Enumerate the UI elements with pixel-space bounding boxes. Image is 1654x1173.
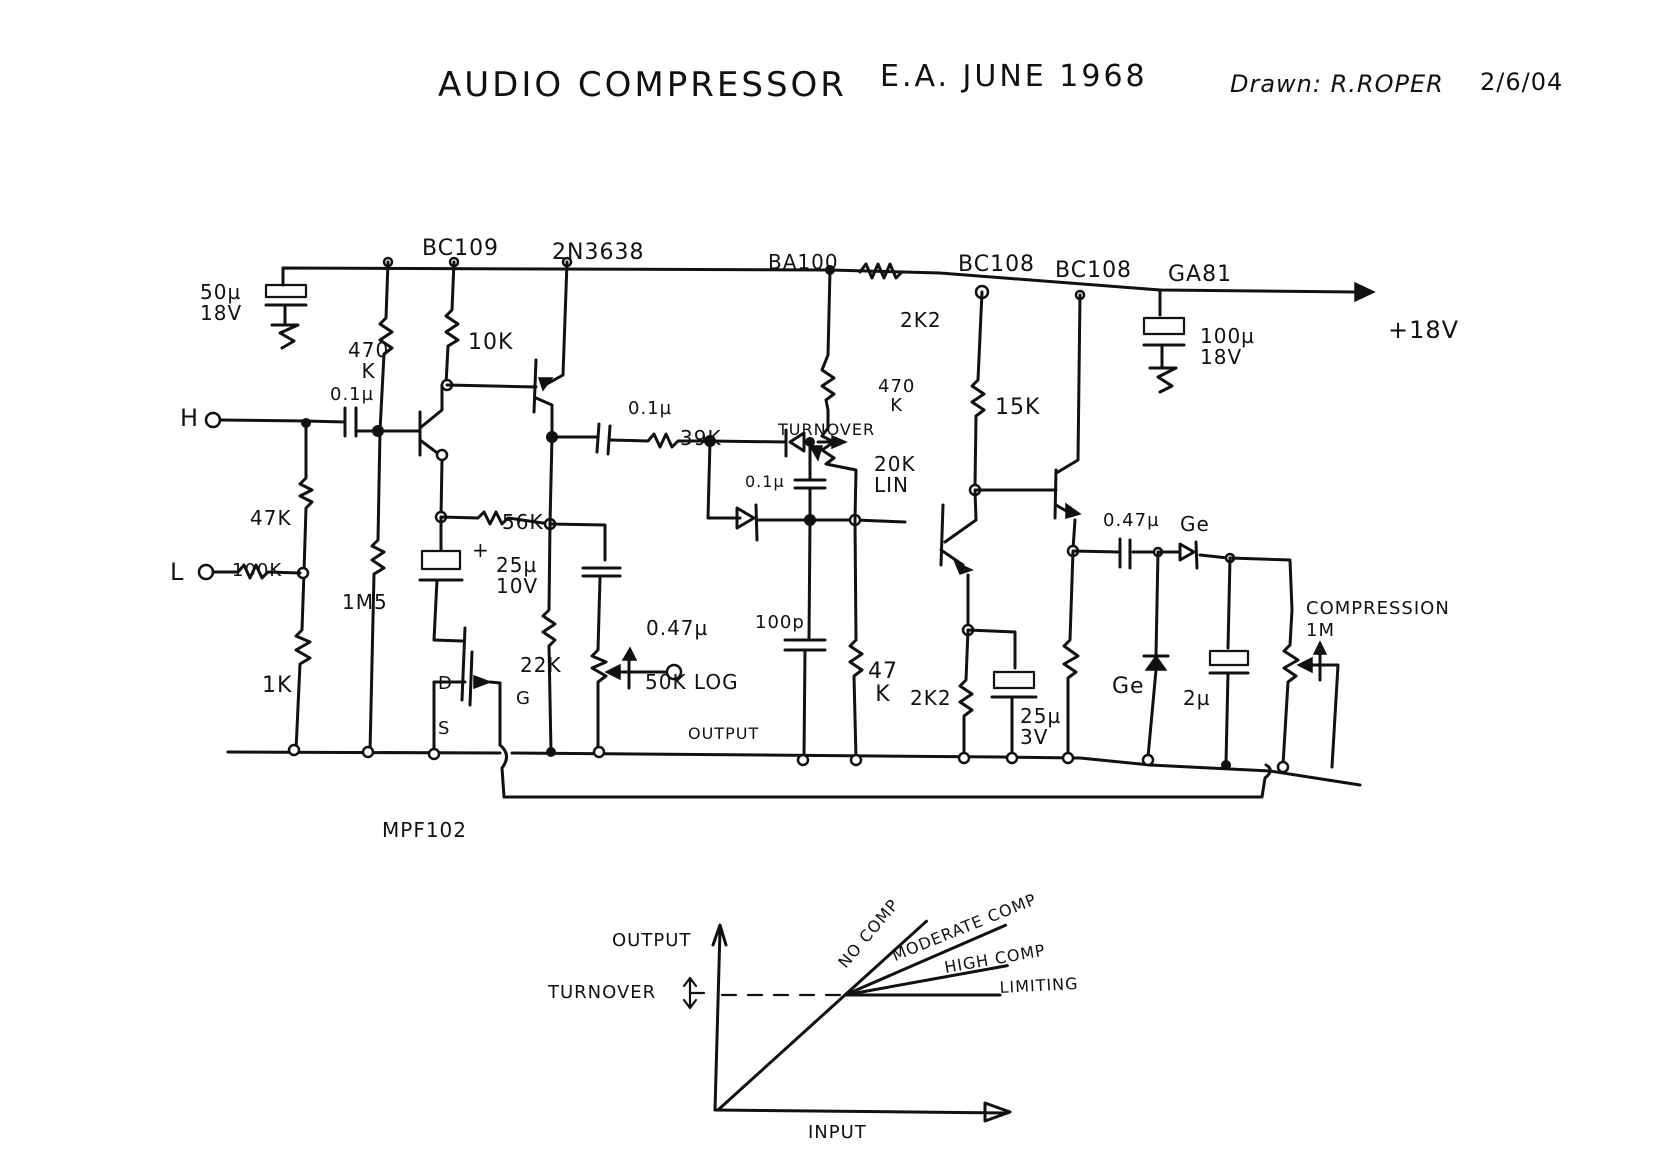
- cap-100u: [1142, 288, 1186, 394]
- x-axis-arrow-icon: [983, 1101, 1012, 1123]
- res-unit: K: [361, 359, 376, 383]
- label-ga81: GA81: [1168, 262, 1233, 287]
- transistor-bc108-b: [973, 289, 1086, 765]
- label-cap-couple3: 0.47µ: [1103, 510, 1160, 531]
- label-cap-bypass-polarity: +: [472, 538, 490, 562]
- label-r1m5: 1M5: [342, 590, 388, 614]
- label-fet-drain: D: [438, 673, 453, 694]
- transfer-graph: [682, 919, 1012, 1123]
- label-r22k: 22K: [520, 653, 562, 677]
- drawing-date: 2/6/04: [1480, 68, 1564, 96]
- res-unit: K: [875, 682, 891, 708]
- curve-high-comp: [843, 964, 1009, 997]
- output-terminal: [665, 663, 683, 681]
- label-fet-source: S: [438, 718, 451, 739]
- label-turnover-pot: TURNOVER: [778, 420, 876, 439]
- supply-arrow-icon: [1354, 281, 1376, 303]
- label-output: OUTPUT: [688, 724, 760, 743]
- label-r15k: 15K: [995, 395, 1041, 420]
- label-cap-hf: 100p: [755, 612, 805, 633]
- label-q4: BC108: [1055, 258, 1133, 283]
- curve-no-comp: [843, 919, 928, 997]
- res-unit: K: [890, 394, 904, 416]
- pot-taper: LIN: [874, 473, 910, 497]
- graph-x-label: INPUT: [808, 1122, 867, 1143]
- cap-voltage: 18V: [1200, 345, 1243, 369]
- label-r10k: 10K: [468, 330, 514, 355]
- x-axis: [713, 1108, 1007, 1115]
- cap-value: 25µ: [496, 553, 538, 577]
- label-r100k: 100K: [232, 560, 283, 581]
- transistor-bc109: [418, 256, 557, 643]
- label-ge-series: Ge: [1180, 512, 1210, 536]
- curve-linear-segment: [716, 993, 847, 1112]
- turnover-arrow-icon: [682, 976, 706, 1010]
- bias-divider: [820, 265, 864, 767]
- label-ba100: BA100: [768, 250, 839, 274]
- cap-value: 50µ: [200, 280, 242, 304]
- label-fet-gate: G: [516, 688, 531, 709]
- output-stage: [548, 522, 683, 759]
- label-r2k2-supply: 2K2: [900, 308, 942, 332]
- input-high-label: H: [180, 404, 200, 432]
- detector-network: [1071, 537, 1340, 774]
- label-q2: 2N3638: [552, 240, 645, 265]
- label-cap-turnover: 0.1µ: [745, 472, 785, 491]
- cap-voltage: 10V: [496, 574, 539, 598]
- cap-value: 100µ: [1200, 324, 1255, 348]
- input-low-label: L: [170, 558, 185, 586]
- transistor-bc108-a: [939, 284, 1038, 765]
- res-value: 470: [878, 376, 916, 397]
- ground-icon: [1148, 366, 1178, 394]
- label-ge-shunt: Ge: [1112, 674, 1145, 699]
- label-volume-pot: 50K LOG: [645, 670, 739, 694]
- label-cap-output: 0.47µ: [646, 616, 709, 640]
- label-r39k: 39K: [680, 426, 722, 450]
- source-reference: E.A. JUNE 1968: [880, 59, 1148, 94]
- label-r47k: 47K: [250, 506, 292, 530]
- y-axis-arrow-icon: [711, 923, 728, 947]
- y-axis: [713, 928, 722, 1112]
- r2k2-supply: [858, 262, 904, 280]
- bias-chain: [361, 256, 420, 759]
- fet-mpf102: [427, 626, 502, 761]
- drawn-by: Drawn: R.ROPER: [1230, 70, 1444, 98]
- label-cap-smooth: 2µ: [1183, 686, 1211, 710]
- label-q3: BC108: [958, 252, 1036, 277]
- graph-y-label: OUTPUT: [612, 930, 692, 951]
- label-fet: MPF102: [382, 818, 467, 842]
- cap-value: 25µ: [1020, 704, 1062, 728]
- cap-50u: [264, 266, 308, 350]
- graph-turnover-label: TURNOVER: [548, 982, 657, 1003]
- diagram-title: AUDIO COMPRESSOR: [438, 65, 847, 105]
- label-compression-pot-value: 1M: [1306, 620, 1335, 641]
- wiper-arrow-icon: [604, 663, 621, 681]
- curve-moderate-comp: [843, 923, 1007, 997]
- label-cap-in: 0.1µ: [330, 384, 375, 405]
- label-cap-couple2: 0.1µ: [628, 398, 673, 419]
- label-q1: BC109: [422, 236, 500, 261]
- supply-voltage: +18V: [1388, 316, 1460, 344]
- input-network: [197, 406, 380, 757]
- label-compression-pot: COMPRESSION: [1306, 598, 1450, 619]
- pot-value: 20K: [874, 452, 916, 476]
- res-value: 47: [868, 659, 898, 684]
- cap-voltage: 3V: [1020, 725, 1049, 749]
- cap-voltage: 18V: [200, 301, 243, 325]
- label-r2k2-emitter: 2K2: [910, 686, 952, 710]
- curve-label-limiting: LIMITING: [999, 973, 1079, 997]
- label-r1k: 1K: [262, 673, 293, 698]
- res-value: 470: [348, 338, 390, 362]
- ground-icon: [270, 323, 300, 350]
- label-r56k: 56K: [502, 510, 544, 534]
